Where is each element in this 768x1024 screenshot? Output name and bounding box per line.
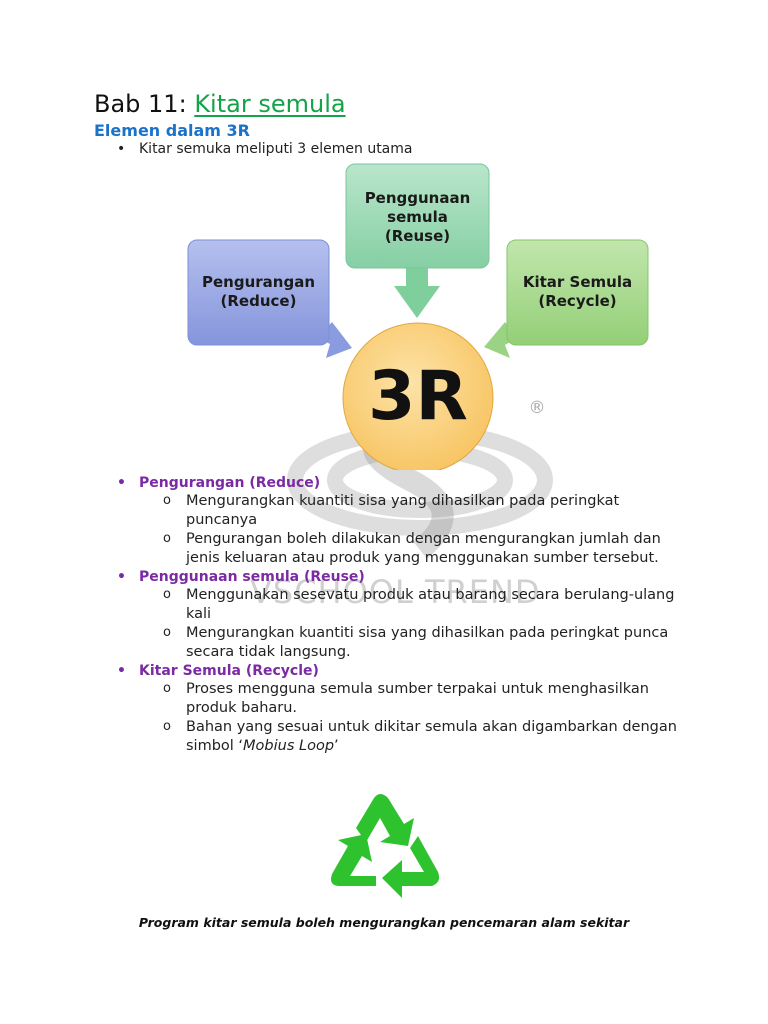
sub-list: o Mengurangkan kuantiti sisa yang dihasil… [117,492,677,567]
title-prefix: Bab 11: [94,90,187,118]
box-reuse [345,163,490,269]
section-heading: • Pengurangan (Reduce) [117,474,677,492]
list-item-text: Mengurangkan kuantiti sisa yang dihasilk… [186,493,620,528]
section-reduce: • Pengurangan (Reduce) o Mengurangkan kuan… [117,474,677,567]
section-heading-text: Pengurangan (Reduce) [139,475,321,491]
bullet-dot: • [117,663,126,679]
list-item-text: Menggunakan sesevatu produk atau barang … [186,587,675,622]
title-link[interactable]: Kitar semula [194,90,346,118]
list-item-text: Proses mengguna semula sumber terpakai u… [186,681,649,716]
box-recycle-line2: (Recycle) [538,292,617,310]
list-item-text: Bahan yang sesuai untuk dikitar semula a… [186,719,677,754]
list-item-text: Pengurangan boleh dilakukan dengan mengu… [186,531,661,566]
footer-caption: Program kitar semula boleh mengurangkan … [138,915,630,930]
list-item-text: Mengurangkan kuantiti sisa yang dihasilk… [186,625,669,660]
box-reduce [187,239,330,346]
box-recycle-line1: Kitar Semula [522,273,633,291]
sub-bullet: o [163,587,171,602]
intro-bullet: Kitar semuka meliputi 3 elemen utama [117,140,412,158]
box-reduce-label: Pengurangan (Reduce) [188,273,329,311]
sub-list: o Proses mengguna semula sumber terpakai … [117,680,677,755]
section-heading-text: Kitar Semula (Recycle) [139,663,319,679]
section-heading-text: Penggunaan semula (Reuse) [139,569,365,585]
recycle-icon [331,794,440,898]
sub-bullet: o [163,625,171,640]
box-reduce-line2: (Reduce) [220,292,297,310]
watermark-brand: VSCHOOL TREND [250,573,541,611]
mobius-loop-term: Mobius Loop [243,737,335,754]
section-recycle: • Kitar Semula (Recycle) o Proses mengguna… [117,662,677,755]
box-recycle [506,239,649,346]
sub-bullet: o [163,681,171,696]
bullet-dot: • [117,569,126,585]
section-subtitle: Elemen dalam 3R [94,121,250,140]
sub-bullet: o [163,719,171,734]
sub-list: o Menggunakan sesevatu produk atau barang… [117,586,677,661]
arrow-down [394,268,440,318]
page-title: Bab 11: Kitar semula [94,88,346,120]
box-reuse-line1: Penggunaan [364,189,471,207]
list-item: o Menggunakan sesevatu produk atau barang… [117,586,677,623]
list-item: o Bahan yang sesuai untuk dikitar semula … [117,718,677,755]
box-reuse-line2: semula [387,208,448,226]
quote-close: ’ [334,737,339,754]
list-item: o Mengurangkan kuantiti sisa yang dihasil… [117,624,677,661]
box-recycle-label: Kitar Semula (Recycle) [507,273,648,311]
registered-mark: ® [528,398,546,418]
center-circle [342,322,494,470]
box-reuse-line3: (Reuse) [384,227,451,245]
sub-bullet: o [163,493,171,508]
section-reuse: • Penggunaan semula (Reuse) o Menggunakan … [117,568,677,661]
list-item: o Pengurangan boleh dilakukan dengan meng… [117,530,677,567]
bullet-dot: • [117,475,126,491]
list-item: o Mengurangkan kuantiti sisa yang dihasil… [117,492,677,529]
intro-list: Kitar semuka meliputi 3 elemen utama [117,140,412,158]
box-reduce-line1: Pengurangan [202,273,315,291]
section-heading: • Penggunaan semula (Reuse) [117,568,677,586]
list-item: o Proses mengguna semula sumber terpakai … [117,680,677,717]
box-reuse-label: Penggunaan semula (Reuse) [346,189,489,246]
sub-bullet: o [163,531,171,546]
3r-diagram [187,163,649,470]
section-heading: • Kitar Semula (Recycle) [117,662,677,680]
center-label: 3R [368,357,468,436]
